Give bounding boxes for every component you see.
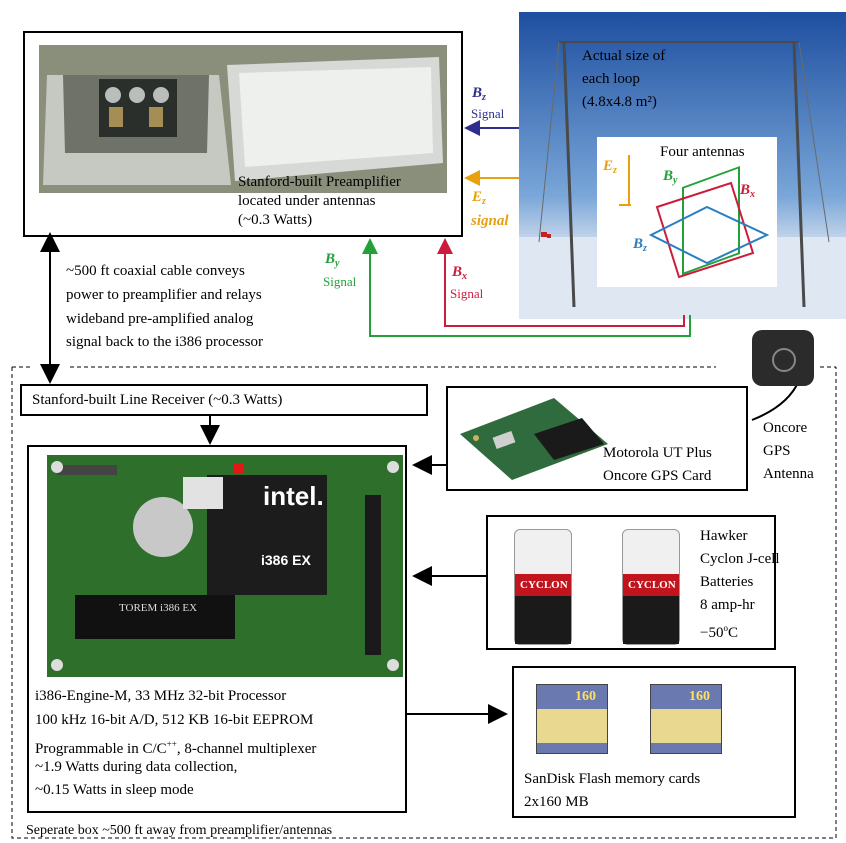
battery-image-2: CYCLON <box>622 529 680 645</box>
processor-board-image <box>47 455 403 677</box>
ez-signal-symbol: Ez <box>472 189 486 207</box>
inset-title: Four antennas <box>660 144 745 160</box>
preamp-photo <box>39 45 447 193</box>
gps-card-line-2: Oncore GPS Card <box>603 468 712 484</box>
gps-antenna-logo-icon <box>772 348 796 372</box>
bx-signal-word: Signal <box>450 286 484 301</box>
preamp-box: Stanford-built Preamplifier located unde… <box>23 31 463 237</box>
enclosure-label: Seperate box ~500 ft away from preamplif… <box>26 823 333 838</box>
preamp-line-2: located under antennas <box>238 193 376 209</box>
inset-by-label: By <box>663 168 678 186</box>
inset-ez-label: Ez <box>603 158 617 176</box>
intel-chip-model: i386 EX <box>261 552 311 568</box>
batteries-line-3: Batteries <box>700 574 754 590</box>
inset-bz-label: Bz <box>633 236 647 254</box>
antenna-size-line-1: Actual size of <box>582 48 666 64</box>
batteries-line-4: 8 amp-hr <box>700 597 755 613</box>
bz-signal-symbol: Bz <box>472 85 486 103</box>
flash-card-label-1: 160 <box>575 689 596 704</box>
cable-line-1: ~500 ft coaxial cable conveys <box>66 263 245 279</box>
by-signal-word: Signal <box>323 274 357 289</box>
batteries-temp: −50oC <box>700 623 738 641</box>
processor-line-5: ~0.15 Watts in sleep mode <box>35 782 194 798</box>
module-label: TOREM i386 EX <box>119 602 198 614</box>
by-signal-symbol: By <box>325 251 340 269</box>
ez-signal-word: signal <box>471 213 509 229</box>
line-receiver-label: Stanford-built Line Receiver (~0.3 Watts… <box>32 392 283 408</box>
battery-brand-2: CYCLON <box>628 579 676 591</box>
processor-line-1: i386-Engine-M, 33 MHz 32-bit Processor <box>35 688 287 704</box>
gps-card-image <box>460 398 608 480</box>
line-receiver-box: Stanford-built Line Receiver (~0.3 Watts… <box>20 384 428 416</box>
cable-line-3: wideband pre-amplified analog <box>66 311 254 327</box>
battery-brand-1: CYCLON <box>520 579 568 591</box>
flash-card-image-2: 160 <box>650 684 722 754</box>
batteries-line-2: Cyclon J-cell <box>700 551 780 567</box>
gps-antenna-line-1: Oncore <box>763 420 808 436</box>
flash-line-2: 2x160 MB <box>524 794 589 810</box>
cable-line-4: signal back to the i386 processor <box>66 334 264 350</box>
gps-card-box: Motorola UT Plus Oncore GPS Card <box>446 386 748 491</box>
flash-card-label-2: 160 <box>689 689 710 704</box>
four-antennas-inset: Four antennas Ez By Bx Bz <box>597 137 777 287</box>
antenna-size-line-2: each loop <box>582 71 640 87</box>
preamp-line-1: Stanford-built Preamplifier <box>238 174 401 190</box>
gps-antenna-line-3: Antenna <box>763 466 814 482</box>
flash-card-image-1: 160 <box>536 684 608 754</box>
bz-signal-word: Signal <box>471 106 505 121</box>
flash-line-1: SanDisk Flash memory cards <box>524 771 701 787</box>
flash-box: 160 160 SanDisk Flash memory cards 2x160… <box>512 666 796 818</box>
antenna-size-line-3: (4.8x4.8 m²) <box>582 94 657 110</box>
gps-card-line-1: Motorola UT Plus <box>603 445 712 461</box>
preamp-enclosure-image <box>39 45 447 193</box>
processor-box: intel. i386 EX TOREM i386 EX i386-Engine… <box>27 445 407 813</box>
processor-line-2: 100 kHz 16-bit A/D, 512 KB 16-bit EEPROM <box>35 712 314 728</box>
gps-antenna-line-2: GPS <box>763 443 791 459</box>
batteries-line-1: Hawker <box>700 528 748 544</box>
processor-line-3: Programmable in C/C++, 8-channel multipl… <box>35 739 317 757</box>
cable-line-2: power to preamplifier and relays <box>66 287 262 303</box>
inset-bx-label: Bx <box>740 182 756 200</box>
bx-signal-symbol: Bx <box>452 264 468 282</box>
preamp-line-3: (~0.3 Watts) <box>238 212 313 228</box>
intel-chip-brand: intel. <box>263 481 324 511</box>
processor-line-4: ~1.9 Watts during data collection, <box>35 759 238 775</box>
battery-image-1: CYCLON <box>514 529 572 645</box>
batteries-box: CYCLON CYCLON Hawker Cyclon J-cell Batte… <box>486 515 780 650</box>
antenna-geometry-diagram <box>619 155 770 279</box>
gps-antenna-image <box>752 330 814 386</box>
